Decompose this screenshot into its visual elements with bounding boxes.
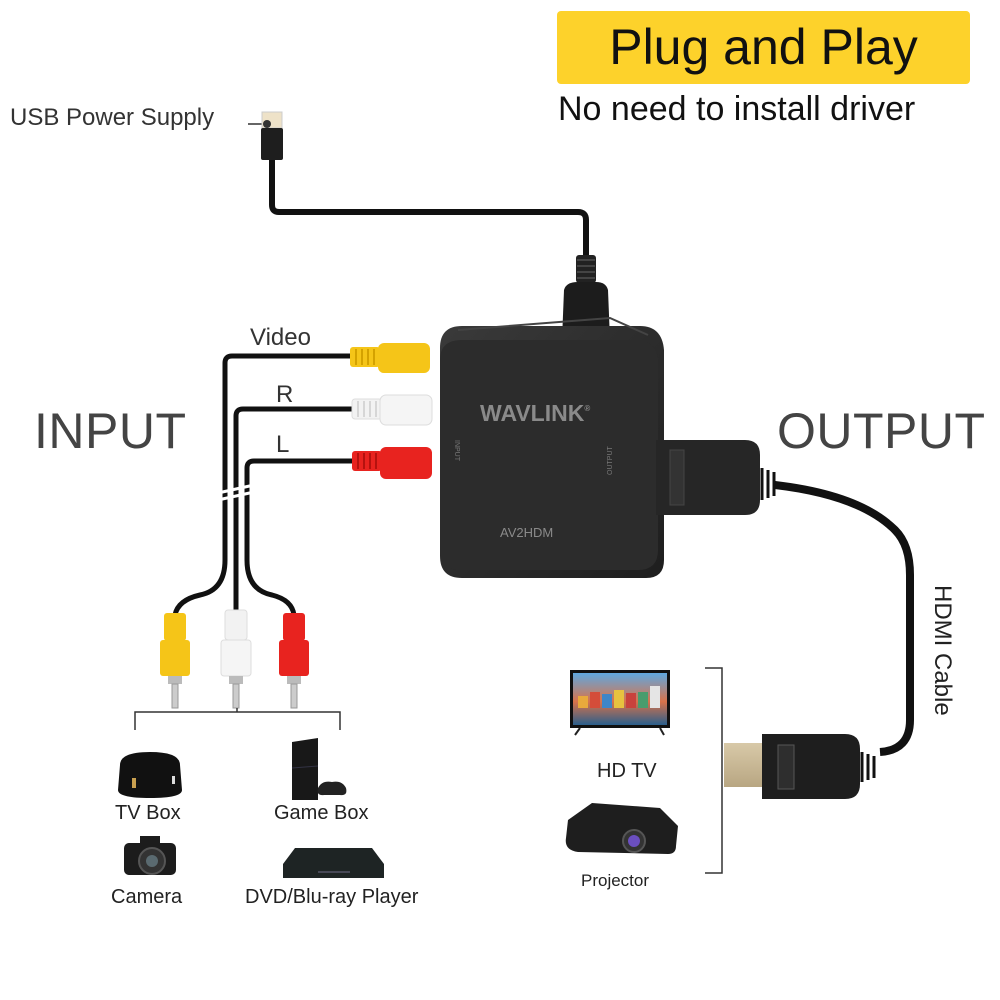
av2hdmi-converter — [440, 316, 664, 578]
signal-label-left: L — [276, 431, 290, 458]
source-label-game-box: Game Box — [274, 802, 369, 824]
dvd-player-icon — [283, 848, 384, 878]
rca-plug-video — [350, 343, 430, 373]
usb-power-cable — [248, 111, 610, 340]
rca-wires — [172, 353, 354, 616]
device-output-port-label: OUTPUT — [607, 446, 614, 476]
output-title: OUTPUT — [777, 403, 986, 459]
hdmi-cable-label: HDMI Cable — [929, 585, 956, 716]
rca-plug-left-loose — [279, 613, 309, 709]
camera-icon — [124, 836, 176, 875]
game-console-icon — [291, 738, 347, 800]
input-title: INPUT — [34, 403, 187, 459]
hdmi-cable — [656, 440, 914, 799]
rca-plug-video-loose — [160, 613, 190, 709]
source-label-camera: Camera — [111, 886, 183, 908]
source-label-tv-box: TV Box — [115, 802, 181, 824]
hd-tv-icon — [570, 670, 670, 736]
projector-icon — [565, 803, 678, 854]
subheadline: No need to install driver — [558, 90, 916, 128]
display-label-projector: Projector — [581, 871, 650, 890]
rca-plug-right — [351, 394, 433, 426]
hdmi-plug-contacts — [724, 743, 764, 787]
device-input-port-label: INPUT — [453, 440, 460, 462]
headline-banner — [557, 11, 970, 84]
model-label: AV2HDM — [500, 525, 553, 540]
signal-label-video: Video — [250, 324, 311, 351]
usb-power-supply-label: USB Power Supply — [10, 104, 215, 131]
displays-bracket — [705, 667, 723, 874]
wire-break-mark — [217, 483, 255, 502]
rca-plug-left — [352, 447, 432, 479]
brand-logo: WAVLINK® — [480, 400, 590, 426]
headline: Plug and Play — [609, 19, 918, 75]
sources-bracket — [134, 711, 341, 730]
tv-box-icon — [118, 752, 182, 798]
display-label-hd-tv: HD TV — [597, 760, 657, 782]
rca-plug-right-loose — [220, 609, 252, 709]
signal-label-right: R — [276, 381, 294, 408]
source-label-dvd-player: DVD/Blu-ray Player — [245, 886, 419, 908]
